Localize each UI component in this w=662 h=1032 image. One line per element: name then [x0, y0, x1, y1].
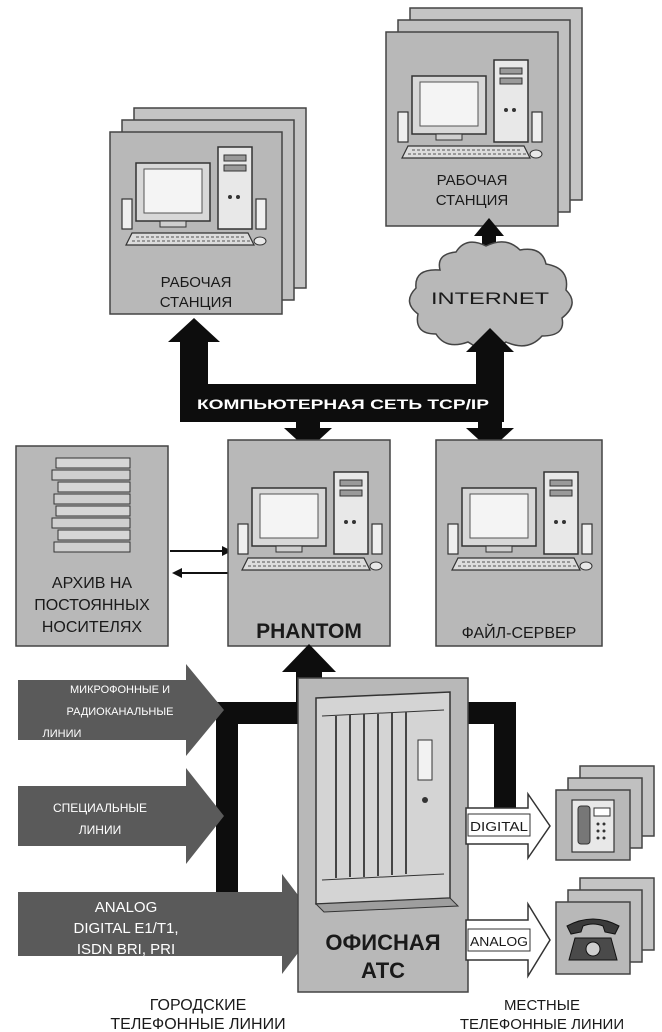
archive-label-1: АРХИВ НА [52, 575, 132, 592]
city-label-3: ISDN BRI, PRI [77, 941, 175, 958]
file-server-node: ФАЙЛ-СЕРВЕР [435, 439, 603, 647]
input-arrow-city: ANALOG DIGITAL E1/T1, ISDN BRI, PRI [18, 874, 320, 974]
workstation-right-node: РАБОЧАЯ СТАНЦИЯ [385, 7, 583, 227]
internet-cloud: INTERNET [408, 241, 573, 350]
analog-phone-node [555, 877, 655, 975]
input-arrow-special: СПЕЦИАЛЬНЫЕ ЛИНИИ [18, 768, 224, 864]
local-lines-caption-2: ТЕЛЕФОННЫЕ ЛИНИИ [460, 1016, 624, 1032]
local-lines-caption-1: МЕСТНЫЕ [504, 997, 580, 1014]
workstation-left-label: РАБОЧАЯ [161, 274, 232, 291]
analog-label: ANALOG [470, 934, 528, 949]
special-label-1: СПЕЦИАЛЬНЫЕ [53, 801, 147, 815]
phantom-node: PHANTOM [227, 439, 391, 647]
workstation-right-label-2: СТАНЦИЯ [436, 192, 509, 209]
archive-label-3: НОСИТЕЛЯХ [42, 619, 143, 636]
digital-phone-icon [571, 799, 615, 853]
office-pbx-node: ОФИСНАЯ АТС [297, 677, 469, 993]
workstation-left-label-2: СТАНЦИЯ [160, 294, 233, 311]
city-lines-caption-1: ГОРОДСКИЕ [150, 997, 247, 1014]
storage-media-icon [51, 457, 131, 553]
office-pbx-label-2: АТС [361, 958, 405, 983]
city-label-1: ANALOG [95, 899, 158, 916]
phantom-label: PHANTOM [256, 620, 362, 643]
output-arrow-digital: DIGITAL [465, 791, 551, 861]
network-bus-label: КОМПЬЮТЕРНАЯ СЕТЬ TCP/IP [197, 396, 489, 412]
workstation-left-node: РАБОЧАЯ СТАНЦИЯ [109, 107, 307, 315]
special-label-2: ЛИНИИ [79, 823, 121, 837]
pbx-rack-icon [314, 691, 460, 913]
archive-label-2: ПОСТОЯННЫХ [34, 597, 150, 614]
microphone-label-3: ЛИНИИ [43, 728, 82, 740]
network-bus: КОМПЬЮТЕРНАЯ СЕТЬ TCP/IP [168, 318, 514, 450]
digital-phone-node [555, 765, 655, 861]
microphone-label-1: МИКРОФОННЫЕ И [70, 684, 170, 696]
internet-label: INTERNET [431, 289, 549, 308]
archive-node: АРХИВ НА ПОСТОЯННЫХ НОСИТЕЛЯХ [15, 445, 169, 647]
workstation-right-label: РАБОЧАЯ [437, 172, 508, 189]
output-arrow-analog: ANALOG [465, 901, 551, 979]
file-server-label: ФАЙЛ-СЕРВЕР [462, 623, 577, 642]
city-label-2: DIGITAL E1/T1, [73, 920, 178, 937]
input-arrow-microphone: МИКРОФОННЫЕ И РАДИОКАНАЛЬНЫЕ ЛИНИИ [18, 664, 224, 756]
city-lines-caption-2: ТЕЛЕФОННЫЕ ЛИНИИ [110, 1016, 285, 1032]
archive-phantom-arrows [170, 546, 232, 578]
microphone-label-2: РАДИОКАНАЛЬНЫЕ [67, 706, 174, 718]
office-pbx-label-1: ОФИСНАЯ [325, 930, 440, 955]
digital-label: DIGITAL [470, 819, 528, 834]
